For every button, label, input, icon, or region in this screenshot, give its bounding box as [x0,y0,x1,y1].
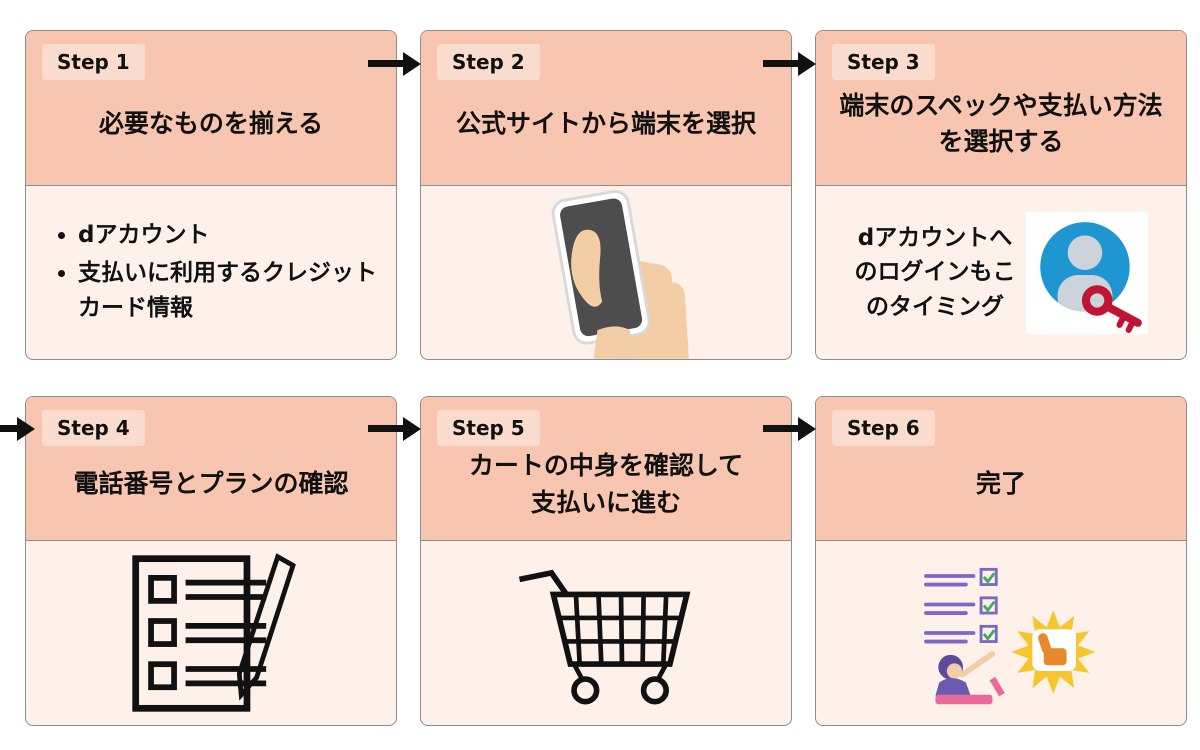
step-3-title: 端末のスペックや支払い方法 を選択する [839,90,1163,156]
step-2-header: Step 2 公式サイトから端末を選択 [421,31,791,186]
step-6-badge: Step 6 [832,410,935,446]
arrow-step5-to-step6 [763,425,799,432]
step-3-note: dアカウントへ のログインもこ のタイミング [854,224,1016,320]
bullet-item: dアカウント [78,218,382,254]
step-card-5: Step 5 カートの中身を確認して 支払いに進む [420,396,792,726]
arrow-step1-to-step2 [368,60,404,67]
step-3-body: dアカウントへ のログインもこ のタイミング [816,186,1186,359]
step-1-badge: Step 1 [42,44,145,80]
arrow-step2-to-step3 [763,60,799,67]
step-5-badge: Step 5 [437,410,540,446]
step-card-4: Step 4 電話番号とプランの確認 [25,396,397,726]
step-6-title: 完了 [975,469,1026,499]
step-card-3: Step 3 端末のスペックや支払い方法 を選択する dアカウントへ のログイン… [815,30,1187,360]
arrow-step4-to-step5 [368,425,404,432]
step-1-checklist: dアカウント 支払いに利用するクレジットカード情報 [26,216,396,329]
step-2-body [421,186,791,359]
step-card-1: Step 1 必要なものを揃える dアカウント 支払いに利用するクレジットカード… [25,30,397,360]
bullet-item: 支払いに利用するクレジットカード情報 [78,256,382,327]
celebration-thumbs-up-icon [901,557,1101,709]
step-6-body [816,541,1186,725]
step-1-title: 必要なものを揃える [98,108,324,138]
step-card-2: Step 2 公式サイトから端末を選択 [420,30,792,360]
step-2-badge: Step 2 [437,44,540,80]
step-5-header: Step 5 カートの中身を確認して 支払いに進む [421,397,791,541]
step-4-header: Step 4 電話番号とプランの確認 [26,397,396,541]
step-6-header: Step 6 完了 [816,397,1186,541]
step-5-body [421,541,791,725]
hand-holding-smartphone-icon [506,187,706,359]
arrow-into-step4 [0,425,18,432]
step-card-6: Step 6 完了 [815,396,1187,726]
checklist-with-pen-icon [122,551,300,716]
step-3-badge: Step 3 [832,44,935,80]
account-with-key-icon [1025,211,1148,334]
shopping-cart-icon [512,553,700,713]
step-4-title: 電話番号とプランの確認 [73,469,349,499]
step-2-title: 公式サイトから端末を選択 [455,108,756,138]
step-1-body: dアカウント 支払いに利用するクレジットカード情報 [26,186,396,359]
step-3-header: Step 3 端末のスペックや支払い方法 を選択する [816,31,1186,186]
step-1-header: Step 1 必要なものを揃える [26,31,396,186]
step-4-body [26,541,396,725]
step-4-badge: Step 4 [42,410,145,446]
step-5-title: カートの中身を確認して 支払いに進む [468,451,744,517]
